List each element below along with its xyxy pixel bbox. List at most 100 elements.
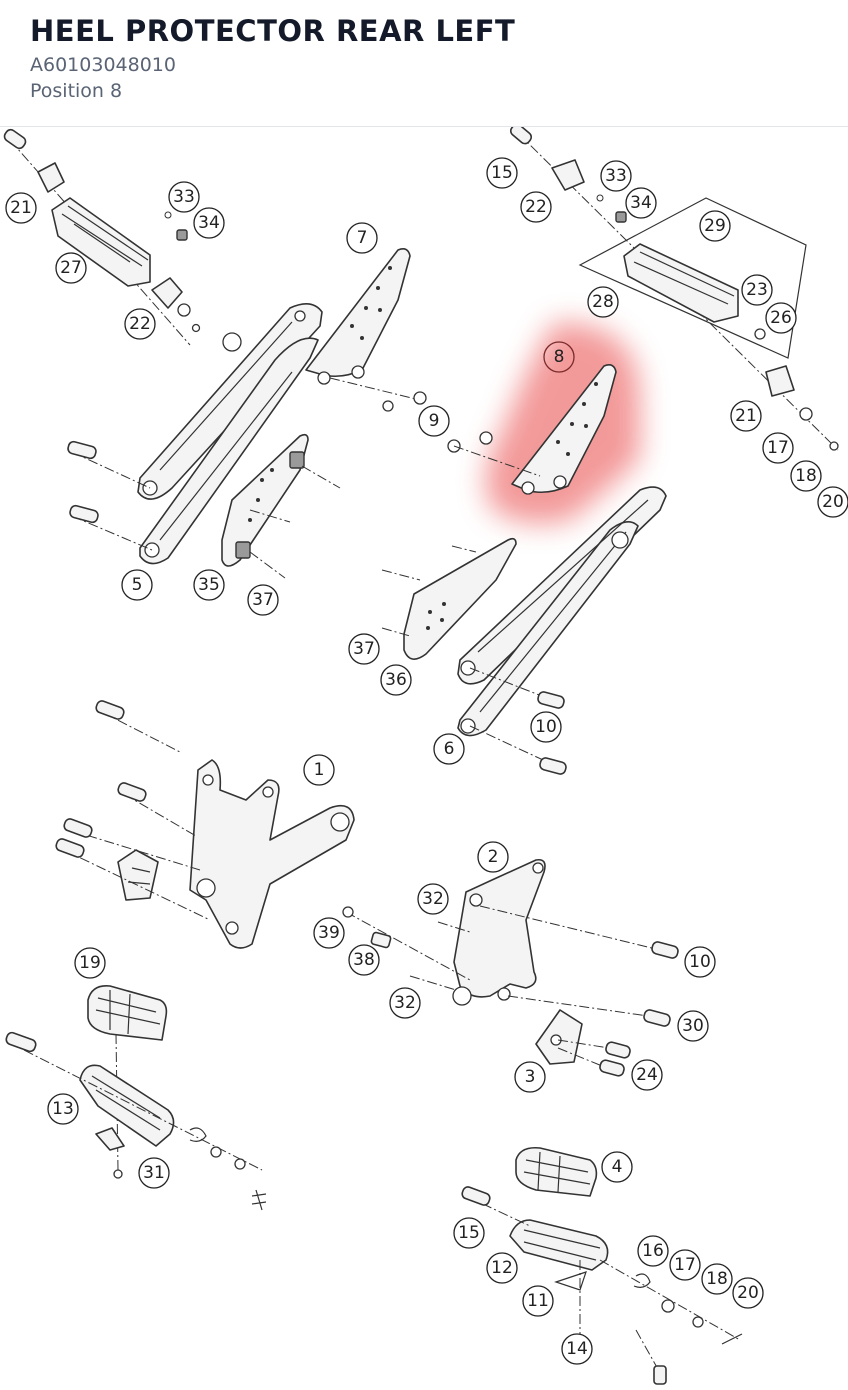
callout-15[interactable]: 15: [453, 1217, 485, 1249]
svg-text:17: 17: [674, 1255, 696, 1275]
callout-36[interactable]: 36: [380, 664, 412, 696]
svg-text:27: 27: [60, 258, 82, 278]
svg-text:30: 30: [682, 1016, 704, 1036]
callout-12[interactable]: 12: [486, 1252, 518, 1284]
callout-31[interactable]: 31: [138, 1157, 170, 1189]
svg-text:22: 22: [525, 197, 547, 217]
svg-text:20: 20: [737, 1283, 759, 1303]
svg-text:37: 37: [252, 590, 274, 610]
callout-18[interactable]: 18: [701, 1263, 733, 1295]
svg-text:4: 4: [612, 1157, 623, 1177]
callout-22[interactable]: 22: [520, 191, 552, 223]
svg-text:7: 7: [357, 228, 368, 248]
footpeg-upper-right: [509, 127, 839, 451]
callout-23[interactable]: 23: [741, 274, 773, 306]
callout-24[interactable]: 24: [631, 1059, 663, 1091]
page-header: HEEL PROTECTOR REAR LEFT A60103048010 Po…: [0, 0, 848, 127]
callout-13[interactable]: 13: [47, 1093, 79, 1125]
svg-text:17: 17: [767, 438, 789, 458]
rider-bracket-right: [342, 858, 679, 1077]
svg-text:20: 20: [822, 492, 844, 512]
callout-33[interactable]: 33: [600, 160, 632, 192]
svg-text:1: 1: [314, 760, 325, 780]
svg-text:33: 33: [173, 187, 195, 207]
callout-11[interactable]: 11: [522, 1285, 554, 1317]
callout-39[interactable]: 39: [313, 917, 345, 949]
svg-text:23: 23: [746, 280, 768, 300]
position-label: Position 8: [30, 80, 123, 102]
svg-text:32: 32: [394, 993, 416, 1013]
callout-9[interactable]: 9: [418, 405, 450, 437]
callout-22[interactable]: 22: [124, 308, 156, 340]
callout-16[interactable]: 16: [637, 1235, 669, 1267]
callout-17[interactable]: 17: [762, 432, 794, 464]
callout-5[interactable]: 5: [121, 569, 153, 601]
svg-text:15: 15: [458, 1223, 480, 1243]
callout-37[interactable]: 37: [247, 584, 279, 616]
callout-8[interactable]: 8: [543, 341, 575, 373]
callout-20[interactable]: 20: [732, 1277, 764, 1309]
heel-protector-rear-left: [447, 364, 617, 495]
callout-20[interactable]: 20: [817, 486, 848, 518]
callout-30[interactable]: 30: [677, 1010, 709, 1042]
svg-text:19: 19: [79, 953, 101, 973]
callout-26[interactable]: 26: [765, 302, 797, 334]
svg-text:2: 2: [488, 847, 499, 867]
callout-32[interactable]: 32: [417, 883, 449, 915]
svg-text:8: 8: [554, 347, 565, 367]
callout-18[interactable]: 18: [790, 460, 822, 492]
svg-text:32: 32: [422, 889, 444, 909]
callout-28[interactable]: 28: [587, 286, 619, 318]
callout-33[interactable]: 33: [168, 181, 200, 213]
callout-4[interactable]: 4: [601, 1151, 633, 1183]
rider-bracket-left: [55, 700, 355, 949]
page-title: HEEL PROTECTOR REAR LEFT: [30, 14, 516, 48]
callout-34[interactable]: 34: [193, 207, 225, 239]
callout-7[interactable]: 7: [346, 222, 378, 254]
svg-text:35: 35: [198, 575, 220, 595]
footpeg-lower-left: [5, 984, 267, 1211]
svg-text:37: 37: [353, 639, 375, 659]
mounting-plate-right: [381, 537, 517, 660]
svg-text:34: 34: [198, 213, 220, 233]
svg-text:22: 22: [129, 314, 151, 334]
callout-15[interactable]: 15: [486, 157, 518, 189]
callout-10[interactable]: 10: [530, 711, 562, 743]
callout-1[interactable]: 1: [303, 754, 335, 786]
heel-protector-front-left: [305, 248, 427, 412]
callout-27[interactable]: 27: [55, 252, 87, 284]
footpeg-bracket-right: [457, 486, 667, 775]
svg-text:38: 38: [353, 950, 375, 970]
svg-text:16: 16: [642, 1241, 664, 1261]
svg-text:34: 34: [630, 193, 652, 213]
callout-14[interactable]: 14: [561, 1333, 593, 1365]
svg-text:36: 36: [385, 670, 407, 690]
callout-34[interactable]: 34: [625, 187, 657, 219]
svg-text:21: 21: [735, 406, 757, 426]
svg-text:5: 5: [132, 575, 143, 595]
callout-21[interactable]: 21: [730, 400, 762, 432]
mounting-plate-left: [221, 433, 341, 579]
callout-38[interactable]: 38: [348, 944, 380, 976]
callout-10[interactable]: 10: [684, 946, 716, 978]
part-number: A60103048010: [30, 54, 176, 76]
callout-21[interactable]: 21: [5, 192, 37, 224]
callout-29[interactable]: 29: [699, 210, 731, 242]
svg-text:31: 31: [143, 1163, 165, 1183]
svg-text:18: 18: [795, 466, 817, 486]
callout-17[interactable]: 17: [669, 1249, 701, 1281]
callout-2[interactable]: 2: [477, 841, 509, 873]
callout-37[interactable]: 37: [348, 633, 380, 665]
callout-32[interactable]: 32: [389, 987, 421, 1019]
callout-19[interactable]: 19: [74, 947, 106, 979]
callout-3[interactable]: 3: [514, 1061, 546, 1093]
callout-35[interactable]: 35: [193, 569, 225, 601]
svg-text:28: 28: [592, 292, 614, 312]
callout-6[interactable]: 6: [433, 733, 465, 765]
svg-text:6: 6: [444, 739, 455, 759]
footpeg-bracket-left: [67, 303, 323, 565]
svg-text:10: 10: [535, 717, 557, 737]
svg-text:9: 9: [429, 411, 440, 431]
exploded-parts-diagram: 21 27 33 34 22 7 9 5 35 37 15 22 33 34 2…: [0, 127, 848, 1390]
svg-text:39: 39: [318, 923, 340, 943]
